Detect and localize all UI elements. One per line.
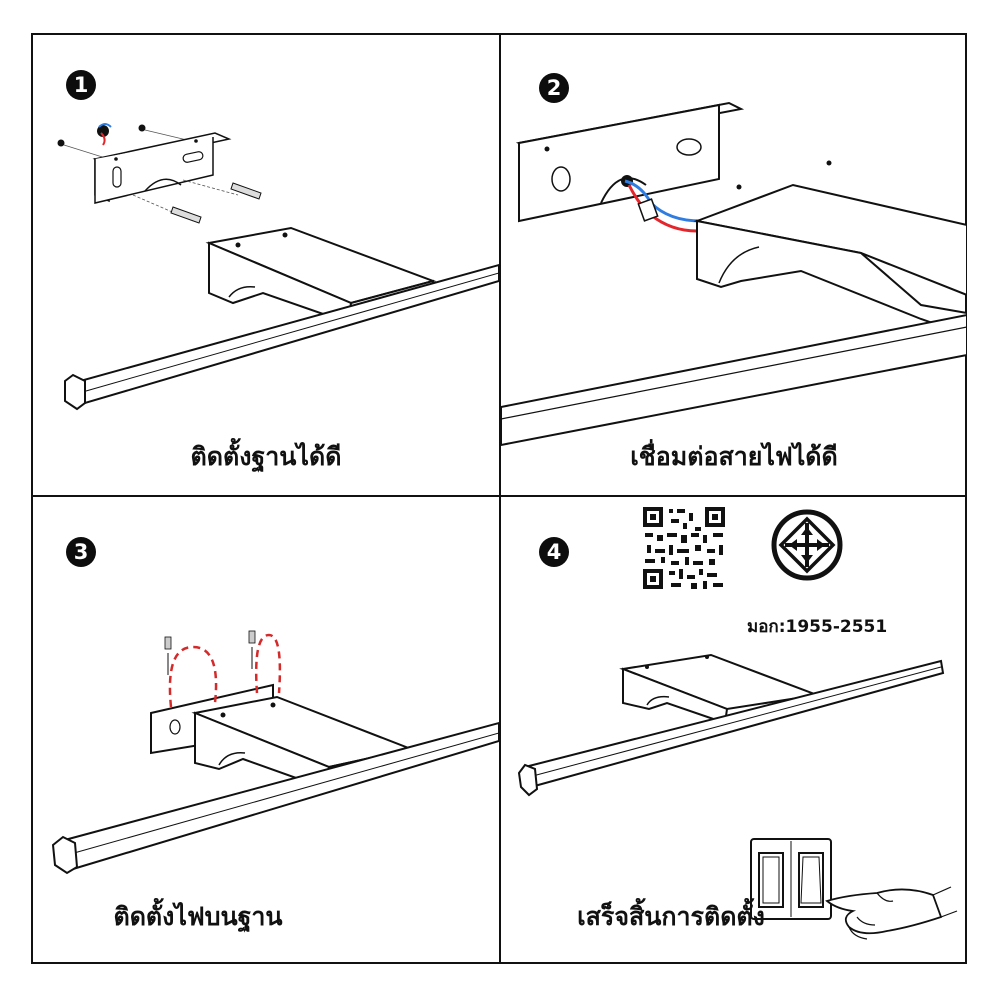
step-2-caption: เชื่อมต่อสายไฟได้ดี	[630, 442, 838, 471]
step-4-panel: 4	[501, 497, 967, 964]
certification-label: มอก:1955-2551	[747, 617, 888, 637]
step-3-caption: ติดตั้งไฟบนฐาน	[113, 902, 283, 931]
grid-divider-vertical	[499, 35, 501, 962]
step-1-panel: 1	[33, 35, 499, 495]
step-4-number: 4	[539, 537, 569, 567]
step-2-panel: 2 เชื่อมต่อสายไฟได้ดี	[501, 35, 967, 495]
wall-switch-icon	[750, 838, 832, 920]
step-1-illustration	[57, 123, 499, 411]
step-3-panel: 3 ติดตั้งไฟบนฐาน	[33, 497, 499, 964]
tis-certification-mark-icon	[771, 509, 843, 581]
qr-code-icon	[641, 505, 727, 591]
step-4-illustration	[517, 653, 958, 940]
step-3-illustration	[51, 630, 499, 875]
instruction-grid: 1	[31, 33, 967, 964]
step-3-number: 3	[66, 537, 96, 567]
step-1-caption: ติดตั้งฐานได้ดี	[190, 442, 342, 471]
step-2-illustration	[501, 101, 967, 447]
step-2-number: 2	[539, 73, 569, 103]
pointing-hand-icon	[825, 886, 958, 940]
step-4-caption: เสร็จสิ้นการติดตั้ง	[577, 902, 765, 931]
grid-divider-horizontal	[33, 495, 965, 497]
step-1-number: 1	[66, 70, 96, 100]
